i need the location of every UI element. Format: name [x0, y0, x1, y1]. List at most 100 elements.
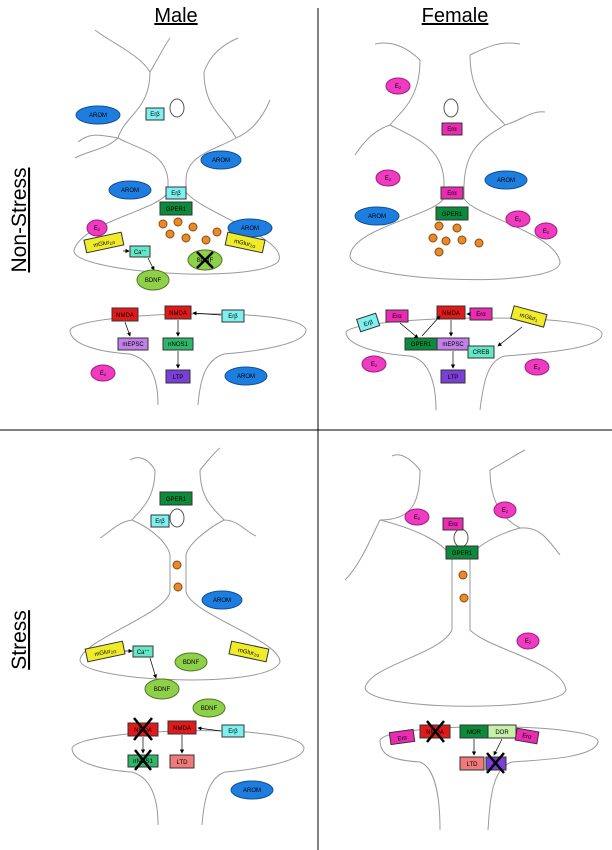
vesicle — [212, 227, 222, 237]
e2-ellipse — [516, 632, 540, 650]
diagram-label: Ca++ — [134, 248, 147, 256]
neuron-outline — [71, 730, 305, 826]
e2-ellipse — [90, 364, 116, 382]
vesicle — [158, 219, 168, 229]
diagram-label: LTP — [173, 375, 184, 381]
mglur-box — [228, 640, 270, 663]
vesicle — [173, 217, 183, 227]
diagram-label: AROM — [121, 188, 139, 194]
row-label-stress: Stress — [8, 610, 31, 670]
header-male: Male — [154, 5, 197, 27]
e2-ellipse — [404, 508, 430, 526]
neuron-outline — [453, 528, 469, 548]
mglur-box — [84, 640, 126, 663]
neuron-outline — [169, 555, 187, 592]
diagram-label: LTD — [177, 760, 189, 766]
diagram-label: CREB — [473, 350, 490, 356]
mglur-box — [510, 305, 548, 328]
male-stress-labels: GPER1 Erβ AROM mGlur2/3 mGlur2/3 Ca++ BD… — [84, 491, 274, 800]
er-beta-box — [145, 107, 165, 121]
diagram-label: NMDA — [173, 726, 191, 732]
diagram-label: DOR — [495, 730, 509, 736]
diagram-label: E2 — [525, 639, 532, 645]
er-beta-box — [221, 309, 245, 323]
e2-ellipse — [505, 210, 531, 228]
diagram-label: BDNF — [145, 278, 162, 284]
ltd-box — [169, 754, 195, 769]
row-label-non-stress: Non-Stress — [8, 167, 31, 272]
arrow-connector — [197, 726, 222, 732]
neuron-outline — [364, 629, 567, 707]
arom-ellipse — [484, 170, 528, 190]
neuron-outline — [354, 42, 546, 156]
diagram-label: Erβ — [228, 729, 238, 735]
ca-box — [132, 645, 154, 658]
diagram-label: NMDA — [169, 311, 187, 317]
diagram-label: E2 — [395, 84, 402, 90]
neuron-outline — [74, 29, 271, 159]
diagram-label: AROM — [368, 214, 386, 220]
mepsc-box — [436, 337, 470, 351]
arom-ellipse — [354, 206, 400, 226]
header-female: Female — [422, 5, 489, 27]
block-x-mark — [134, 749, 152, 771]
neuron-outline — [79, 591, 281, 681]
male-non-stress-labels: AROM AROM AROM AROM AROM Erβ Erβ GPER1 E… — [75, 105, 273, 386]
e2-ellipse — [361, 355, 387, 373]
diagram-label: GPER1 — [452, 551, 473, 557]
arrow-connector — [399, 322, 419, 339]
diagram-label: NMDA — [134, 728, 152, 734]
diagram-label: E2 — [371, 362, 378, 368]
bdnf-ellipse — [136, 269, 170, 291]
diagram-label: mGlur2/3 — [94, 648, 117, 659]
nnos1-box — [162, 337, 194, 351]
er-alpha-box — [514, 727, 540, 745]
diagram-label: BDNF — [183, 660, 200, 666]
diagram-label: Erβ — [155, 519, 165, 525]
neuron-outline — [185, 469, 225, 556]
diagram-label: Erβ — [363, 319, 374, 328]
diagram-label: Erα — [476, 312, 486, 318]
nmda-box — [111, 307, 139, 322]
neuron-outline — [117, 71, 169, 181]
vesicle — [474, 238, 484, 248]
gper1-box — [159, 491, 193, 506]
e2-ellipse — [375, 169, 401, 187]
diagram-label: BDNF — [154, 687, 171, 693]
diagram-label: mGlur1 — [519, 313, 539, 324]
arom-ellipse — [75, 105, 121, 125]
diagram-label: Erβ — [171, 191, 181, 197]
neuron-outline — [345, 317, 603, 411]
neuron-outline — [443, 98, 459, 118]
diagram-label: E2 — [385, 176, 392, 182]
ca-box — [129, 245, 151, 258]
neuron-outline — [389, 59, 445, 187]
diagram-label: AROM — [497, 178, 515, 184]
vesicle — [188, 222, 198, 232]
vesicle — [457, 235, 467, 245]
e2-ellipse — [493, 501, 517, 519]
female-stress-neuron — [344, 449, 599, 831]
diagram-label: AROM — [241, 226, 259, 232]
gper1-box — [435, 206, 469, 221]
diagram-label: E2 — [534, 365, 541, 371]
arom-ellipse — [108, 180, 152, 200]
block-x-mark — [486, 752, 505, 774]
neuron-outline — [69, 313, 307, 406]
vesicle — [459, 593, 469, 603]
er-beta-box — [356, 312, 381, 333]
dor-box — [487, 724, 517, 739]
mglur-box — [83, 231, 125, 254]
block-x-mark — [426, 720, 445, 743]
diagram-label: GPER1 — [442, 212, 463, 218]
diagram-label: MOR — [467, 730, 482, 736]
diagram-label: mGlur2/3 — [237, 648, 260, 659]
diagram-label: Erβ — [150, 112, 160, 118]
ltd-box — [459, 756, 485, 771]
arrow-connector — [192, 311, 222, 316]
diagram-label: mGlur2/3 — [93, 239, 116, 250]
vesicle — [173, 582, 183, 592]
diagram-label: E2 — [414, 515, 421, 521]
